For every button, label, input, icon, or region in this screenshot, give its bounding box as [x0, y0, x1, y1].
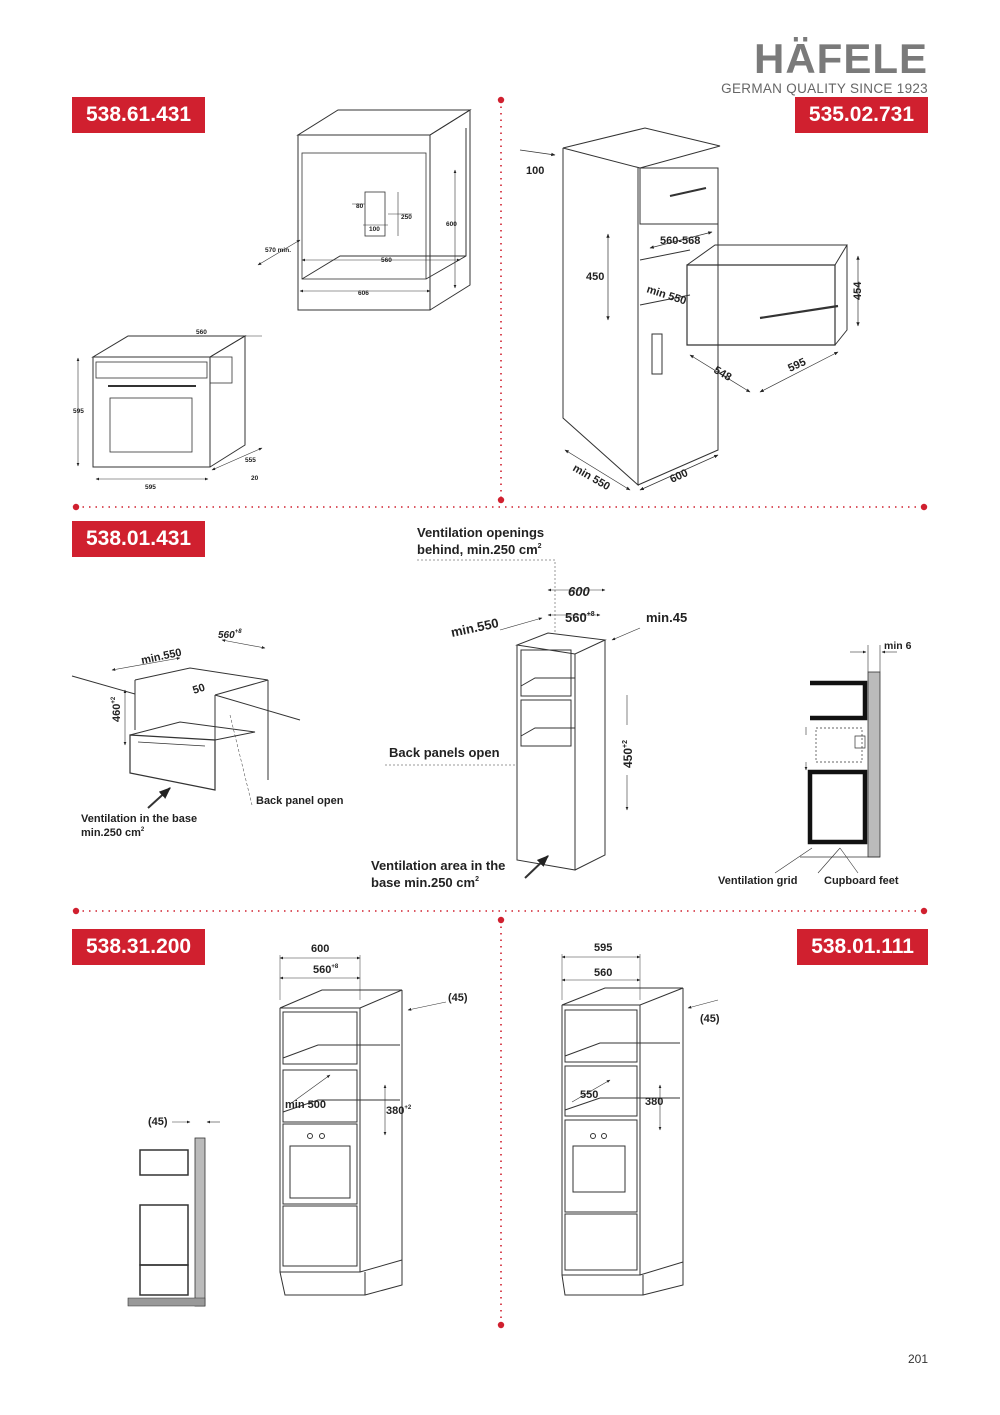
product-code-badge: 538.01.111: [797, 929, 928, 965]
niche-drawing: [257, 109, 472, 311]
oven-tall-unit-a-drawing: [279, 955, 447, 1296]
dim-label: 560: [594, 967, 612, 979]
vent-base-label: Ventilation in the base: [81, 813, 197, 825]
brand-tagline: GERMAN QUALITY SINCE 1923: [721, 81, 928, 96]
dim-label: (45): [148, 1116, 168, 1128]
product-code-badge: 535.02.731: [794, 97, 928, 133]
product-code-badge: 538.61.431: [72, 97, 206, 133]
oven-drawing: [76, 335, 263, 481]
product-code-badge: 538.01.431: [72, 521, 206, 557]
tall-cabinet-drawing: [519, 127, 860, 491]
dim-label: 80: [356, 203, 364, 210]
dim-label: 560+8: [313, 964, 339, 976]
dim-label: 450+2: [621, 740, 635, 768]
vent-base-label: min.250 cm2: [81, 827, 145, 839]
side-rail-drawing: [127, 1120, 220, 1307]
dim-label: 550: [580, 1089, 598, 1101]
dim-label: 250: [401, 214, 412, 221]
dim-label: 380: [645, 1096, 663, 1108]
dim-label: 560: [196, 329, 207, 336]
dim-label: min 6: [884, 640, 912, 652]
dim-label: 560+8: [218, 629, 242, 641]
brand-name: HÄFELE: [754, 35, 928, 82]
drawer-niche-drawing: [71, 639, 301, 809]
dim-label: 600: [446, 221, 457, 228]
dim-label: min 500: [285, 1099, 326, 1111]
dim-label: 560: [381, 257, 392, 264]
dim-label: 454: [852, 281, 864, 300]
dim-label: (45): [448, 992, 468, 1004]
dim-label: 595: [145, 484, 156, 491]
vent-grid-label: Ventilation grid: [718, 875, 797, 887]
dim-label: 595: [73, 408, 84, 415]
dim-label: 560+8: [565, 610, 595, 625]
dim-label: 560-568: [660, 235, 700, 247]
dim-label: 460+2: [111, 696, 123, 722]
back-panel-label: Back panel open: [256, 795, 344, 807]
product-code-badge: 538.31.200: [72, 929, 206, 965]
vent-area-label: base min.250 cm2: [371, 875, 479, 890]
dim-label: min.550: [140, 647, 183, 667]
dim-label: 595: [594, 942, 612, 954]
vent-openings-label: behind, min.250 cm2: [417, 542, 542, 557]
divider-dots: [72, 96, 928, 1329]
cupboard-feet-label: Cupboard feet: [824, 875, 899, 887]
page-number: 201: [907, 1352, 928, 1366]
dim-label: 570 min.: [265, 247, 291, 254]
dim-label: 20: [251, 475, 259, 482]
dim-label: 50: [191, 682, 206, 697]
section-dividers: [76, 100, 924, 1325]
dim-label: min 550: [571, 462, 612, 493]
tall-cabinet-vent-drawing: [385, 559, 641, 879]
vent-area-label: Ventilation area in the: [371, 858, 505, 873]
vent-openings-label: Ventilation openings: [417, 525, 544, 540]
dim-label: 548: [712, 364, 734, 384]
dim-label: min.550: [450, 615, 500, 640]
dim-label: 606: [358, 290, 369, 297]
dim-label: 600: [311, 943, 329, 955]
dim-label: 555: [245, 457, 256, 464]
dim-label: 595: [786, 356, 808, 375]
oven-tall-unit-b-drawing: [561, 954, 719, 1296]
dim-label: (45): [700, 1013, 720, 1025]
side-section-drawing: [774, 645, 897, 874]
dim-label: 380+2: [386, 1105, 412, 1117]
dim-label: min 550: [645, 283, 688, 307]
back-panels-label: Back panels open: [389, 745, 500, 760]
brand-logo: HÄFELE GERMAN QUALITY SINCE 1923: [721, 35, 928, 97]
dim-label: 450: [586, 271, 604, 283]
dim-label: min.45: [646, 610, 687, 625]
dim-label: 100: [526, 165, 544, 177]
dim-label: 600: [568, 584, 590, 599]
dim-label: 100: [369, 226, 380, 233]
